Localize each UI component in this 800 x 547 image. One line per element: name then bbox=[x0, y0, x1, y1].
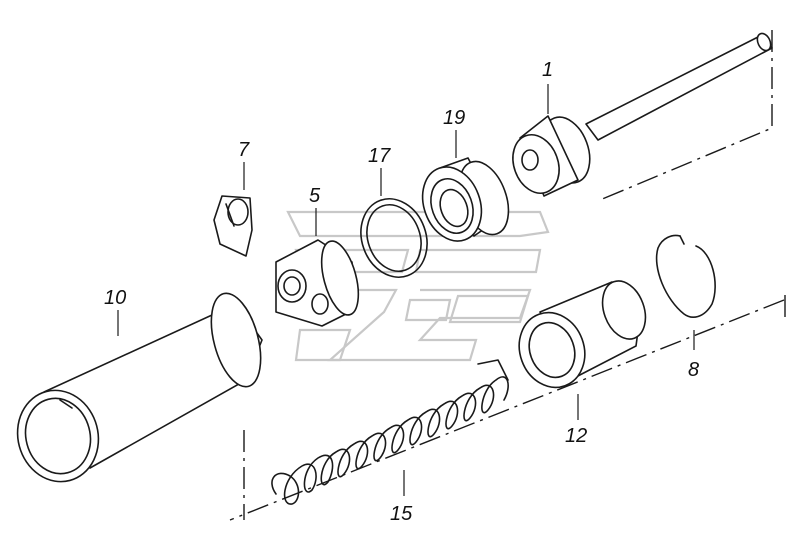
callout-8: 8 bbox=[688, 359, 699, 381]
callout-17: 17 bbox=[368, 145, 391, 167]
callout-10: 10 bbox=[104, 287, 126, 309]
part-bearing-19 bbox=[413, 155, 518, 250]
callout-19: 19 bbox=[443, 107, 465, 129]
callout-7: 7 bbox=[238, 139, 250, 161]
callout-5: 5 bbox=[309, 185, 321, 207]
part-cylinder-10 bbox=[7, 288, 269, 491]
callout-15: 15 bbox=[390, 503, 413, 525]
part-sleeve-12 bbox=[509, 275, 653, 397]
part-spring-15 bbox=[272, 360, 508, 504]
leader-lines bbox=[117, 84, 695, 496]
callout-labels: 1 5 7 8 10 12 15 17 19 bbox=[104, 59, 699, 525]
callout-1: 1 bbox=[542, 59, 553, 81]
callout-12: 12 bbox=[565, 425, 587, 447]
part-snap-ring-8 bbox=[657, 236, 716, 318]
part-nut-5 bbox=[276, 237, 365, 326]
part-o-ring-17 bbox=[350, 189, 438, 286]
part-rod-piston bbox=[505, 31, 773, 199]
part-clip-7 bbox=[214, 196, 252, 256]
